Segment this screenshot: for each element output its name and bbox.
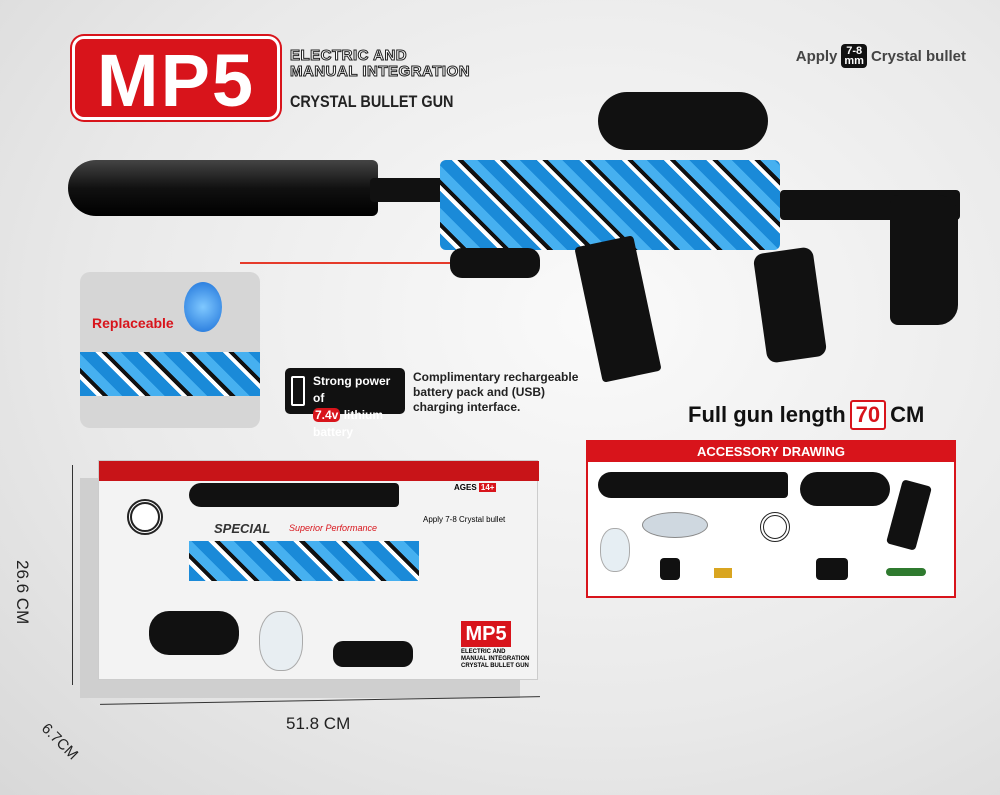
product-box: AGES 14+ Apply 7-8 Crystal bullet SPECIA… (98, 460, 539, 680)
mp5-logo: MP5 (72, 36, 280, 122)
gun-length: Full gun length 70 CM (688, 400, 924, 430)
subtitle-line1: ELECTRIC AND (289, 47, 408, 64)
acc-magazine (885, 479, 933, 551)
acc-usb-cable (886, 568, 926, 576)
height-line (72, 465, 73, 685)
box-sub1: ELECTRIC AND (461, 649, 506, 655)
comp-line2: battery pack and (USB) (413, 385, 546, 399)
battery-line2: lithium battery (313, 408, 384, 439)
box-width-dimension: 51.8 CM (286, 714, 351, 733)
box-depth-dimension: 6.7CM (37, 720, 82, 764)
magazine-inset (80, 272, 260, 428)
acc-scope (800, 472, 890, 506)
box-performance: Superior Performance (289, 523, 378, 533)
length-unit: CM (890, 402, 925, 427)
acc-laser (816, 558, 848, 580)
box-special: SPECIAL (214, 521, 271, 536)
accessory-panel: ACCESSORY DRAWING (586, 440, 956, 598)
laser (450, 248, 540, 278)
barrel (370, 178, 450, 202)
size: 7-8 (846, 45, 863, 57)
bullet-hopper (184, 282, 222, 332)
box-height-dimension: 26.6 CM (13, 560, 32, 625)
ages-value: 14+ (478, 483, 497, 492)
box-sub3: CRYSTAL BULLET GUN (461, 663, 529, 669)
subtitle-line2: MANUAL INTEGRATION (289, 63, 471, 80)
acc-adapter (660, 558, 680, 580)
ages-label: AGES (454, 483, 477, 492)
accessory-title: ACCESSORY DRAWING (588, 442, 954, 462)
unit: mm (844, 55, 864, 67)
box-silencer (189, 483, 399, 507)
apply-prefix: Apply (795, 47, 838, 65)
length-value: 70 (849, 400, 887, 430)
inset-receiver (80, 352, 260, 396)
grip (752, 246, 828, 364)
box-target (127, 499, 163, 535)
box-scope (149, 611, 239, 655)
stock (890, 195, 958, 325)
laser-beam (240, 262, 450, 264)
battery-voltage: 7.4v (313, 408, 341, 422)
replaceable-label: Replaceable (92, 315, 174, 331)
scope (598, 92, 768, 150)
acc-goggles (642, 512, 708, 538)
box-apply: Apply 7-8 Crystal bullet (423, 515, 506, 524)
comp-line1: Complimentary rechargeable (413, 370, 579, 384)
battery-badge: Strong power of 7.4v lithium battery (285, 368, 405, 439)
box-gun (189, 541, 419, 581)
acc-grenade-hopper (600, 528, 630, 572)
length-label: Full gun length (688, 402, 846, 427)
acc-silencer (598, 472, 788, 498)
box-grenade (259, 611, 303, 671)
subtitle-line3: CRYSTAL BULLET GUN (290, 92, 454, 111)
acc-bullets (714, 568, 732, 578)
silencer (68, 160, 378, 216)
acc-target (760, 512, 790, 542)
battery-line1: Strong power of (313, 374, 391, 405)
box-ages: AGES 14+ (454, 483, 497, 492)
box-logo: MP5 (461, 621, 511, 647)
box-sub2: MANUAL INTEGRATION (461, 656, 530, 662)
receiver (440, 160, 780, 250)
width-line (100, 696, 540, 705)
magazine (574, 235, 662, 383)
comp-line3: charging interface. (413, 400, 521, 414)
box-magazine (333, 641, 413, 667)
complimentary-text: Complimentary rechargeable battery pack … (413, 370, 578, 415)
box-top-band (99, 461, 539, 481)
apply-suffix: Crystal bullet (870, 47, 966, 65)
battery-icon (291, 376, 305, 406)
